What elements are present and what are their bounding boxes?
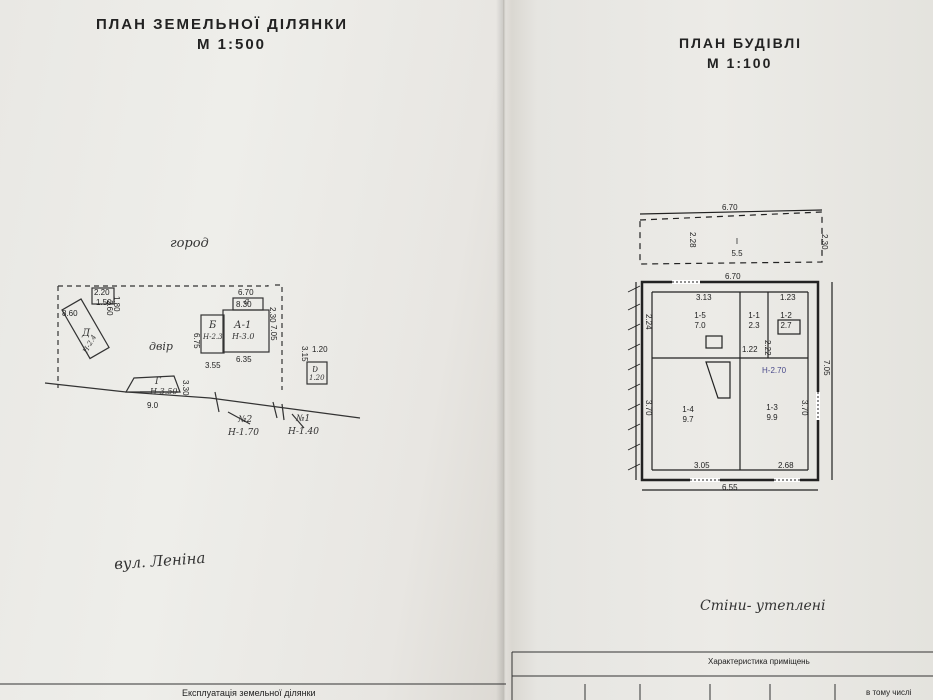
height-mark: Н-2.70 [762, 366, 787, 375]
room-id-1-4: 1-4 [682, 405, 694, 414]
dim-left-low: 3.70 [644, 400, 653, 416]
fence-2-height: Н-1.70 [228, 428, 259, 438]
fence-1-height: Н-1.40 [288, 427, 319, 437]
dim-room-12: 1.23 [780, 293, 796, 302]
building-plan-page [503, 0, 933, 700]
room-area-1-4: 9.7 [682, 415, 694, 424]
room-area-1-1: 2.3 [748, 321, 760, 330]
toilet-label: Ʋ [312, 365, 319, 374]
land-plan-title: ПЛАН ЗЕМЕЛЬНОЇ ДІЛЯНКИ [96, 16, 349, 33]
footer-left-caption: Експлуатація земельної ділянки [182, 688, 316, 698]
room-id-1-5: 1-5 [694, 311, 706, 320]
dim-veranda-side: 2.30 [820, 234, 829, 250]
dim-inner-top: 6.70 [725, 272, 741, 281]
dim-180: 1.80 [112, 296, 121, 312]
dim-bottom-total: 6.55 [722, 483, 738, 492]
dim-small-a: 1.22 [742, 345, 758, 354]
dim-705: 7.05 [269, 325, 278, 341]
room-id-1-2: 1-2 [780, 311, 792, 320]
toilet-height: 1.20 [309, 374, 325, 382]
dim-220: 2.20 [94, 288, 110, 297]
house-a-label: А-1 [234, 320, 252, 331]
dim-150: 1.50 [96, 298, 112, 307]
dim-675: 6.75 [192, 333, 201, 349]
land-plan-scale: М 1:500 [197, 36, 267, 53]
dim-230: 2.30 [268, 307, 277, 323]
dim-120: 1.20 [312, 345, 328, 354]
footer-right-sub: в тому числі [866, 688, 912, 697]
building-plan-title: ПЛАН БУДІВЛІ [679, 35, 803, 51]
garage-g-label: Г [155, 377, 161, 387]
dim-bottom-left: 3.05 [694, 461, 710, 470]
dim-830: 8.30 [236, 300, 252, 309]
dim-670: 6.70 [238, 288, 254, 297]
dim-315: 3.15 [300, 346, 309, 362]
dim-right-side: 7.05 [822, 360, 831, 376]
dim-room-15: 3.13 [696, 293, 712, 302]
garage-g-height: Н-3.50 [150, 387, 178, 396]
land-plan-page [0, 0, 506, 700]
room-id-I: I [736, 237, 738, 246]
yard-label: двір [149, 340, 173, 353]
dim-330: 3.30 [181, 380, 190, 396]
house-a-height: Н-3.0 [232, 332, 255, 341]
dim-860: 8.60 [62, 309, 78, 318]
dim-90: 9.0 [147, 401, 159, 410]
room-area-I: 5.5 [731, 249, 743, 258]
room-id-1-1: 1-1 [748, 311, 760, 320]
walls-note: Стіни- утеплені [700, 598, 826, 614]
shed-d-label: Д [82, 328, 91, 339]
room-area-1-5: 7.0 [694, 321, 706, 330]
fence-2-label: №2 [238, 415, 253, 425]
footer-right-caption: Характеристика приміщень [708, 657, 810, 666]
dim-top-outer: 6.70 [722, 203, 738, 212]
page-fold [496, 0, 512, 700]
dim-bottom-right: 2.68 [778, 461, 794, 470]
room-id-1-3: 1-3 [766, 403, 778, 412]
small-a-label: а [244, 297, 250, 307]
room-area-1-2: 2.7 [780, 321, 792, 330]
dim-veranda-depth: 2.28 [688, 232, 697, 248]
building-plan-scale: М 1:100 [707, 55, 773, 71]
shed-b-height: Н-2.3 [203, 333, 223, 341]
dim-260: 2.60 [105, 300, 114, 316]
fence-1-label: №1 [296, 414, 311, 424]
dim-small-b: 2.22 [763, 340, 772, 356]
garden-label: город [170, 236, 209, 251]
dim-635: 6.35 [236, 355, 252, 364]
dim-355: 3.55 [205, 361, 221, 370]
dim-left-side: 2.24 [644, 314, 653, 330]
dim-right-low: 3.70 [800, 400, 809, 416]
room-area-1-3: 9.9 [766, 413, 778, 422]
shed-b-label: Б [209, 320, 217, 331]
